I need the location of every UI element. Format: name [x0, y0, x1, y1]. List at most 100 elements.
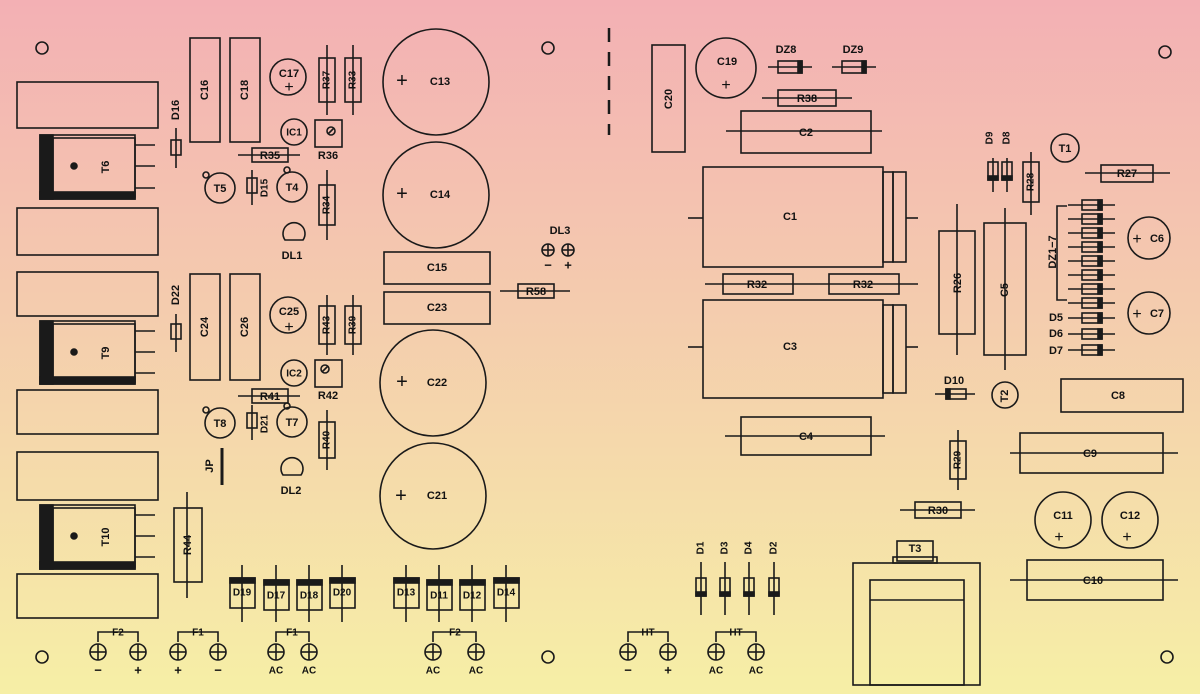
diode-row-ht	[695, 562, 780, 615]
terminal-pad	[424, 643, 442, 661]
terminal-label-ac: AC	[749, 666, 763, 677]
connector-label-f2-left: F2	[112, 628, 124, 639]
polarity-mark: +	[1132, 306, 1141, 323]
diode-row-left	[229, 565, 520, 622]
terminal-pad	[707, 643, 725, 661]
polarity-mark: +	[721, 77, 730, 94]
capacitor-c25	[269, 296, 307, 334]
label-c23: C23	[427, 302, 447, 314]
heatsink-block	[16, 389, 159, 435]
resistor-r30	[914, 501, 962, 519]
label-t5: T5	[214, 183, 227, 195]
heatsink-block	[16, 451, 159, 501]
label-r33: R33	[348, 70, 359, 89]
label-d6: D6	[1049, 328, 1063, 340]
capacitor-c18	[229, 37, 261, 143]
label-c25: C25	[279, 306, 299, 318]
label-d16: D16	[170, 100, 182, 120]
resistor-r39	[344, 305, 362, 345]
label-t7: T7	[286, 417, 299, 429]
resistor-r43	[318, 305, 336, 345]
transistor-t4	[276, 171, 308, 203]
mounting-hole	[35, 41, 49, 55]
label-d20: D20	[333, 588, 352, 599]
terminal-pad	[129, 643, 147, 661]
label-r42: R42	[318, 390, 338, 402]
zener-array	[1068, 199, 1115, 356]
label-d19: D19	[233, 588, 252, 599]
label-c12: C12	[1120, 510, 1140, 522]
capacitor-c24	[189, 273, 221, 381]
led-dl2	[280, 456, 304, 476]
resistor-r32-left	[722, 273, 794, 295]
label-c13: C13	[430, 76, 450, 88]
diode-d22	[170, 323, 182, 340]
label-ic1: IC1	[286, 128, 302, 139]
label-d10: D10	[944, 375, 964, 387]
label-t3: T3	[909, 543, 922, 555]
terminal-pad	[169, 643, 187, 661]
label-t8: T8	[214, 418, 227, 430]
label-c2: C2	[799, 127, 813, 139]
capacitor-c5	[983, 222, 1027, 356]
label-t9: T9	[100, 347, 112, 360]
terminal-label-ac: AC	[426, 666, 440, 677]
label-c15: C15	[427, 262, 447, 274]
connector-label-f2-mid: F2	[449, 628, 461, 639]
resistor-r37	[318, 57, 336, 103]
connector-label-ht-left: HT	[641, 628, 654, 639]
transistor-t2	[991, 381, 1019, 409]
label-c18: C18	[239, 80, 251, 100]
label-r39: R39	[348, 315, 359, 334]
label-c9: C9	[1083, 448, 1097, 460]
capacitor-c19	[695, 37, 757, 99]
label-c8: C8	[1111, 390, 1125, 402]
resistor-r29	[949, 440, 967, 480]
trimmer-r36	[314, 119, 343, 148]
terminal-pad	[89, 643, 107, 661]
capacitor-c16	[189, 37, 221, 143]
bracket-dz1-7	[1056, 205, 1067, 301]
label-c21: C21	[427, 490, 447, 502]
label-r37: R37	[322, 70, 333, 89]
resistor-r35	[251, 147, 289, 163]
resistor-r41	[251, 388, 289, 404]
label-dz8: DZ8	[776, 44, 797, 56]
bracket-f2-left	[97, 631, 139, 642]
transistor-t8	[204, 407, 236, 439]
label-d21: D21	[260, 414, 271, 433]
label-r36: R36	[318, 150, 338, 162]
terminal-label-plus: +	[174, 662, 182, 677]
terminal-pad	[267, 643, 285, 661]
label-dl2: DL2	[281, 485, 302, 497]
mounting-hole	[35, 650, 49, 664]
label-r40: R40	[322, 430, 333, 449]
terminal-label-ac: AC	[302, 666, 316, 677]
label-d17: D17	[267, 591, 286, 602]
label-c20: C20	[663, 89, 675, 109]
capacitor-c17	[269, 58, 307, 96]
resistor-r34	[318, 184, 336, 226]
diode-d15	[246, 177, 258, 194]
label-d7: D7	[1049, 345, 1063, 357]
label-dz9: DZ9	[843, 44, 864, 56]
label-c10: C10	[1083, 575, 1103, 587]
label-r34: R34	[322, 195, 333, 214]
resistor-r26	[938, 230, 976, 335]
terminal-label-minus: −	[214, 662, 222, 677]
label-dz1-7: DZ1−7	[1047, 235, 1059, 268]
label-t4: T4	[286, 182, 300, 194]
label-t2: T2	[999, 390, 1011, 403]
label-dl3: DL3	[550, 225, 571, 237]
bracket-f1-left	[177, 631, 219, 642]
label-c3: C3	[783, 341, 797, 353]
label-r27: R27	[1117, 168, 1137, 180]
terminal-pad	[747, 643, 765, 661]
label-d14: D14	[497, 588, 516, 599]
label-c6: C6	[1150, 233, 1164, 245]
capacitor-c14	[382, 141, 490, 249]
label-r44: R44	[182, 534, 194, 555]
ic2	[280, 359, 308, 387]
